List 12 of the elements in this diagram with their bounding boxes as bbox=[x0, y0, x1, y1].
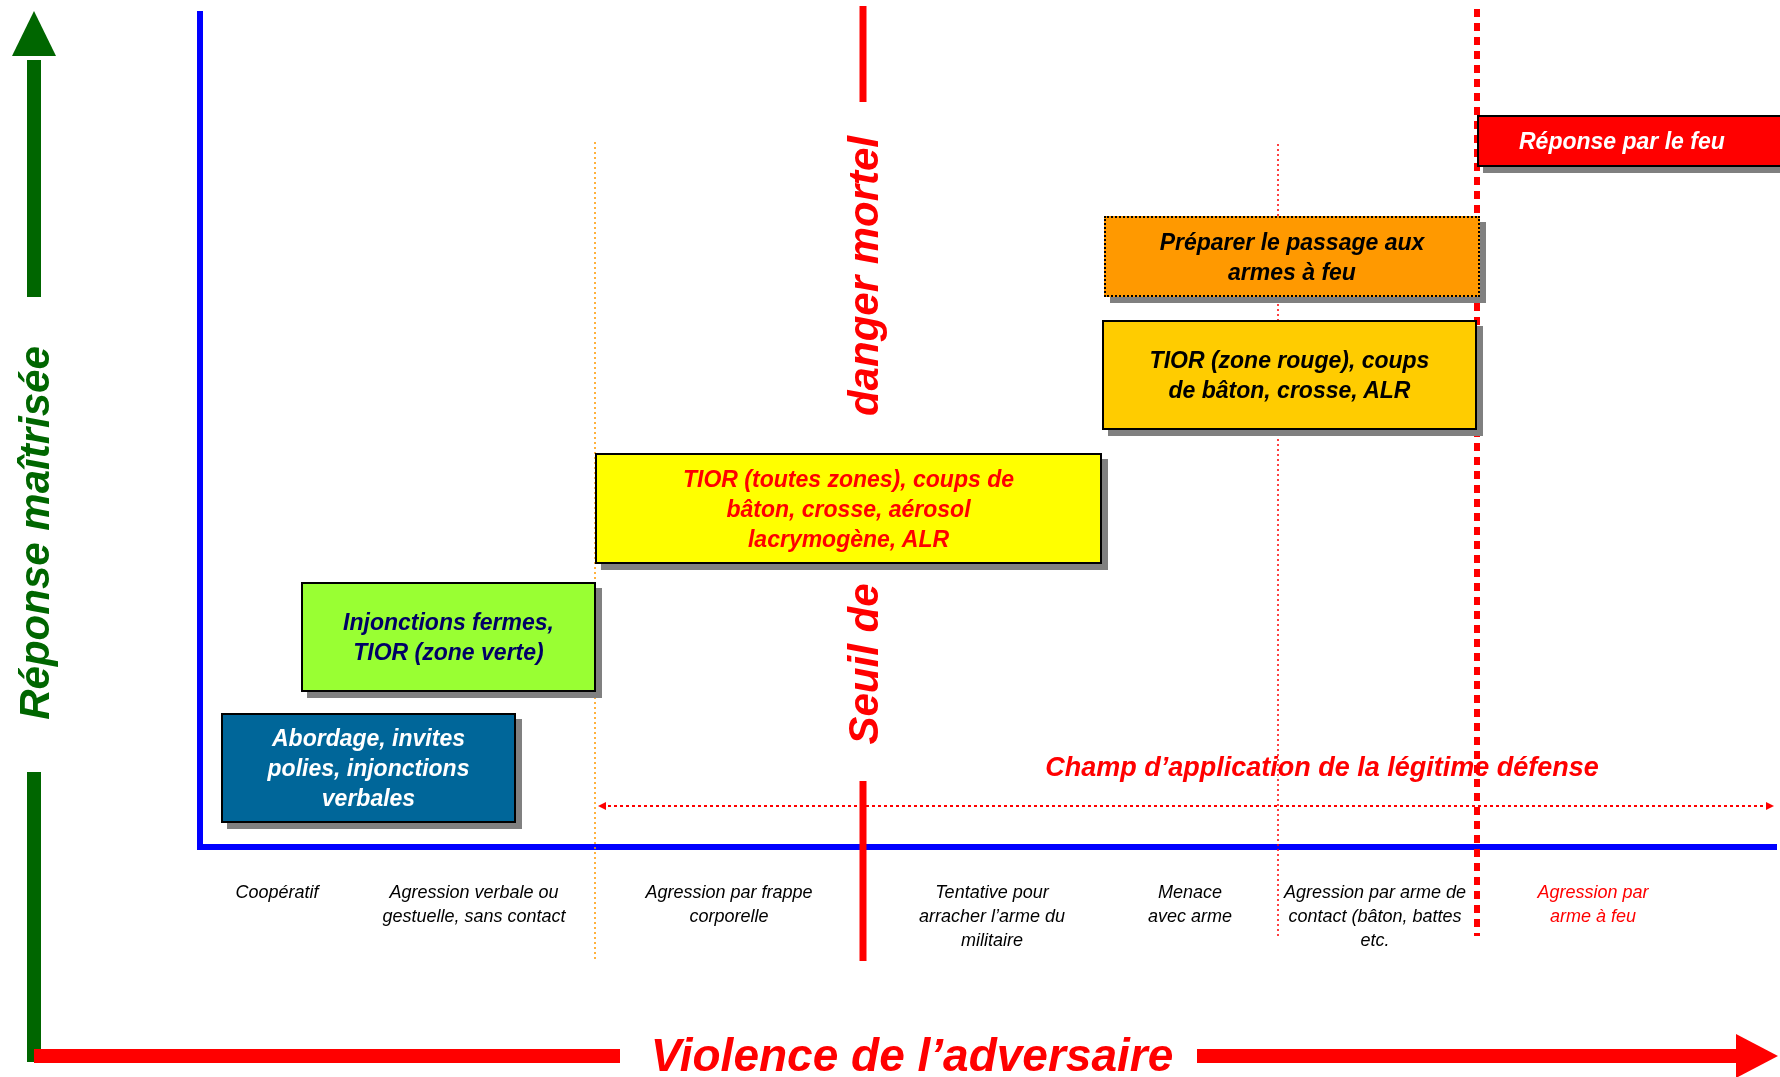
category-label: Agression verbale ou gestuelle, sans contact bbox=[381, 881, 567, 928]
range-label: Champ d’application de la légitime défense bbox=[1045, 750, 1599, 784]
category-label: Agression par frappe corporelle bbox=[644, 881, 814, 928]
threshold-label: danger mortel bbox=[838, 135, 888, 417]
category-label: Agression par arme de contact (bâton, battes etc. bbox=[1282, 881, 1468, 952]
category-label: Agression par arme à feu bbox=[1536, 881, 1650, 928]
category-label: Menace avec arme bbox=[1146, 881, 1233, 928]
category-label: Tentative pour arracher l’arme du militaire bbox=[917, 881, 1067, 952]
threshold-label: Seuil de bbox=[838, 583, 888, 745]
axis-title: Réponse maîtrisée bbox=[9, 346, 59, 720]
axis-title: Violence de l’adversaire bbox=[650, 1027, 1174, 1077]
category-label: Coopératif bbox=[234, 881, 321, 904]
